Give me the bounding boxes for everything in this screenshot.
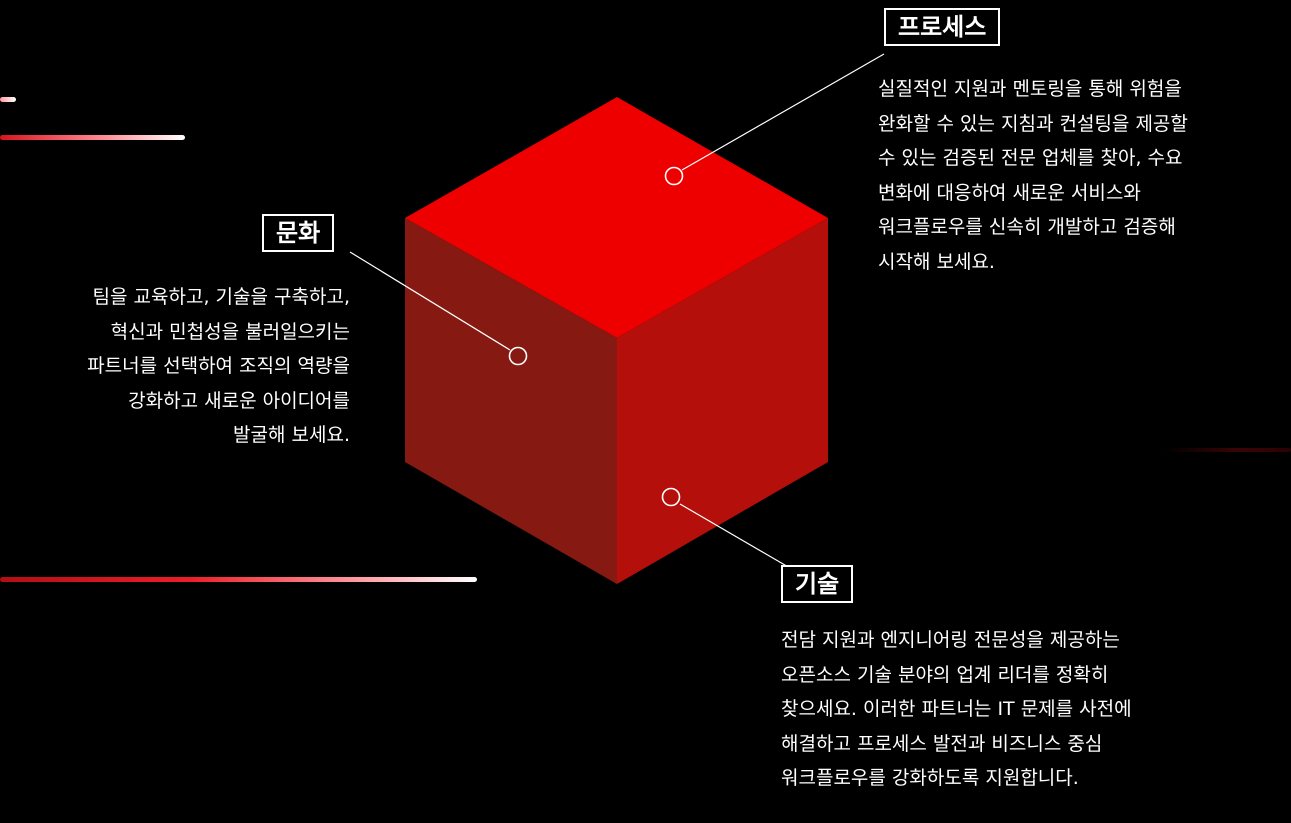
connector-line-culture	[349, 251, 511, 351]
culture-description-line: 파트너를 선택하여 조직의 역량을	[87, 355, 350, 377]
connector-dot-technology	[661, 487, 681, 507]
culture-description: 팀을 교육하고, 기술을 구축하고, 혁신과 민첩성을 불러일으키는 파트너를 …	[87, 280, 350, 453]
technology-description-line: 오픈소스 기술 분야의 업계 리더를 정확히	[781, 663, 1109, 686]
cube-left-face	[405, 218, 617, 584]
technology-description-line: 해결하고 프로세스 발전과 비즈니스 중심	[781, 732, 1103, 755]
culture-label: 문화	[262, 214, 335, 252]
technology-description-line: 워크플로우를 강화하도록 지원합니다.	[781, 767, 1079, 789]
culture-description-line: 발굴해 보세요.	[233, 424, 350, 446]
light-streak-bottom	[0, 577, 477, 582]
culture-description-line: 강화하고 새로운 아이디어를	[128, 389, 350, 412]
process-description-line: 수 있는 검증된 전문 업체를 찾아, 수요	[878, 147, 1183, 169]
technology-label: 기술	[781, 565, 854, 603]
process-description-line: 완화할 수 있는 지침과 컨설팅을 제공할	[878, 112, 1188, 135]
process-description-line: 워크플로우를 신속히 개발하고 검증해	[878, 216, 1176, 238]
connector-line-technology	[679, 503, 791, 569]
culture-description-line: 팀을 교육하고, 기술을 구축하고,	[92, 286, 350, 308]
connector-dot-culture	[508, 346, 528, 366]
process-description-line: 시작해 보세요.	[878, 250, 995, 273]
culture-description-line: 혁신과 민첩성을 불러일으키는	[110, 320, 350, 343]
light-streak-right	[1162, 448, 1291, 452]
light-streak-top	[0, 135, 185, 140]
cube-right-face	[617, 218, 828, 584]
connector-line-process	[681, 53, 885, 171]
process-description-line: 실질적인 지원과 멘토링을 통해 위험을	[878, 78, 1182, 100]
technology-description-line: 찾으세요. 이러한 파트너는 IT 문제를 사전에	[781, 698, 1132, 720]
process-label: 프로세스	[884, 8, 1001, 46]
cube-top-face	[405, 97, 828, 338]
process-description-line: 변화에 대응하여 새로운 서비스와	[878, 181, 1141, 204]
light-streak-top-short	[0, 97, 16, 102]
process-description: 실질적인 지원과 멘토링을 통해 위험을 완화할 수 있는 지침과 컨설팅을 제…	[878, 72, 1188, 279]
technology-description: 전담 지원과 엔지니어링 전문성을 제공하는 오픈소스 기술 분야의 업계 리더…	[781, 623, 1132, 796]
connector-dot-process	[664, 166, 684, 186]
technology-description-line: 전담 지원과 엔지니어링 전문성을 제공하는	[781, 629, 1120, 651]
